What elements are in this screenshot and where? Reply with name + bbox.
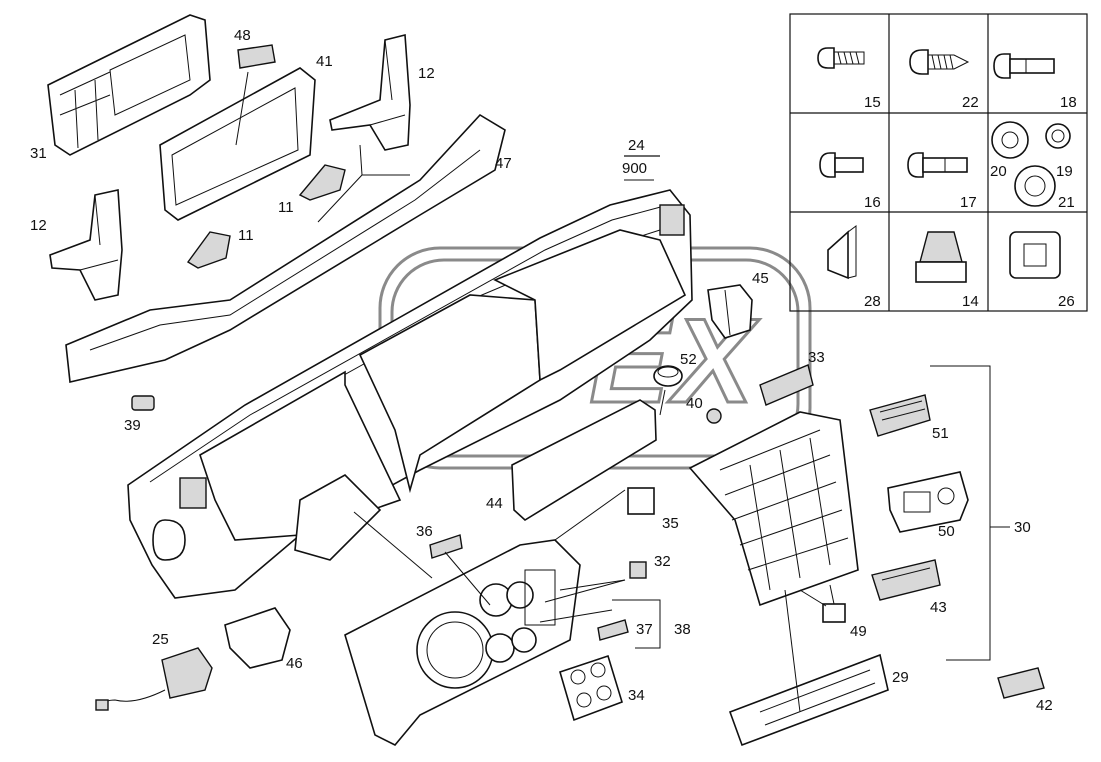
label-12-left: 12 <box>30 217 47 234</box>
label-12-top: 12 <box>418 65 435 82</box>
label-40: 40 <box>686 395 703 412</box>
washer-21-icon <box>1014 165 1056 207</box>
label-f16: 16 <box>864 194 881 211</box>
bumper-14-icon <box>915 231 967 283</box>
label-49: 49 <box>850 623 867 640</box>
bolt-16-icon <box>819 152 864 178</box>
label-f18: 18 <box>1060 94 1077 111</box>
cover-26-icon <box>1009 231 1061 279</box>
clip-28-icon <box>827 225 857 280</box>
assembly-bottom: 900 <box>622 160 647 177</box>
part-48 <box>237 44 276 69</box>
screw-22-icon <box>909 49 970 75</box>
label-11-a: 11 <box>278 199 294 216</box>
switch-50 <box>887 471 969 533</box>
heater-panel-29 <box>728 653 889 747</box>
label-48: 48 <box>234 27 251 44</box>
label-f20: 20 <box>990 163 1007 180</box>
bracket-45 <box>707 284 753 339</box>
label-32: 32 <box>654 553 671 570</box>
cover-44 <box>511 399 657 521</box>
instrument-panel <box>344 539 581 746</box>
label-29: 29 <box>892 669 909 686</box>
leader-lines <box>235 71 1010 713</box>
label-f26: 26 <box>1058 293 1075 310</box>
label-52: 52 <box>680 351 697 368</box>
washer-19-icon <box>1045 123 1071 149</box>
sensor-25 <box>95 647 213 711</box>
washer-20-icon <box>991 121 1029 159</box>
label-44: 44 <box>486 495 503 512</box>
bracket-12-top <box>329 33 411 151</box>
clip-11-b <box>186 231 231 269</box>
fastener-grid <box>789 13 1088 312</box>
switch-37 <box>597 619 629 641</box>
bolt-17-icon <box>907 152 968 178</box>
label-33: 33 <box>808 349 825 366</box>
knob-52 <box>653 365 683 387</box>
part-42 <box>997 667 1045 699</box>
console-grille <box>688 411 859 607</box>
assembly-top: 24 <box>628 137 645 154</box>
rear-rail-47 <box>65 113 506 383</box>
knob-40 <box>706 408 722 424</box>
label-30: 30 <box>1014 519 1031 536</box>
label-f14: 14 <box>962 293 979 310</box>
part-39 <box>131 395 155 411</box>
part-labels: 48 41 12 31 47 11 12 11 24 900 45 52 33 … <box>30 27 1077 714</box>
switch-36 <box>429 534 463 559</box>
switch-32 <box>629 561 647 579</box>
label-36: 36 <box>416 523 433 540</box>
label-50: 50 <box>938 523 955 540</box>
label-11-b: 11 <box>238 227 254 244</box>
label-42: 42 <box>1036 697 1053 714</box>
clip-11-a <box>298 164 346 201</box>
label-38: 38 <box>674 621 691 638</box>
label-46: 46 <box>286 655 303 672</box>
label-25: 25 <box>152 631 169 648</box>
label-f17: 17 <box>960 194 977 211</box>
label-45: 45 <box>752 270 769 287</box>
switch-43 <box>871 559 941 601</box>
label-35: 35 <box>662 515 679 532</box>
label-f19: 19 <box>1056 163 1073 180</box>
bolt-18-icon <box>993 53 1055 79</box>
label-f22: 22 <box>962 94 979 111</box>
frame-41 <box>159 67 316 221</box>
label-51: 51 <box>932 425 949 442</box>
frame-31 <box>47 14 211 156</box>
label-41: 41 <box>316 53 333 70</box>
switch-51 <box>869 394 931 437</box>
label-37: 37 <box>636 621 653 638</box>
warning-panel-34 <box>559 654 623 722</box>
label-47: 47 <box>495 155 512 172</box>
label-39: 39 <box>124 417 141 434</box>
cap-35 <box>627 487 655 515</box>
label-f15: 15 <box>864 94 881 111</box>
label-34: 34 <box>628 687 645 704</box>
bracket-12-left <box>49 189 123 301</box>
screw-15-icon <box>817 47 865 69</box>
label-f28: 28 <box>864 293 881 310</box>
bracket-46 <box>224 607 291 669</box>
label-31: 31 <box>30 145 47 162</box>
part-49 <box>822 603 846 623</box>
dashboard-body <box>127 189 693 599</box>
label-f21: 21 <box>1058 194 1075 211</box>
switch-33 <box>759 364 814 406</box>
label-43: 43 <box>930 599 947 616</box>
